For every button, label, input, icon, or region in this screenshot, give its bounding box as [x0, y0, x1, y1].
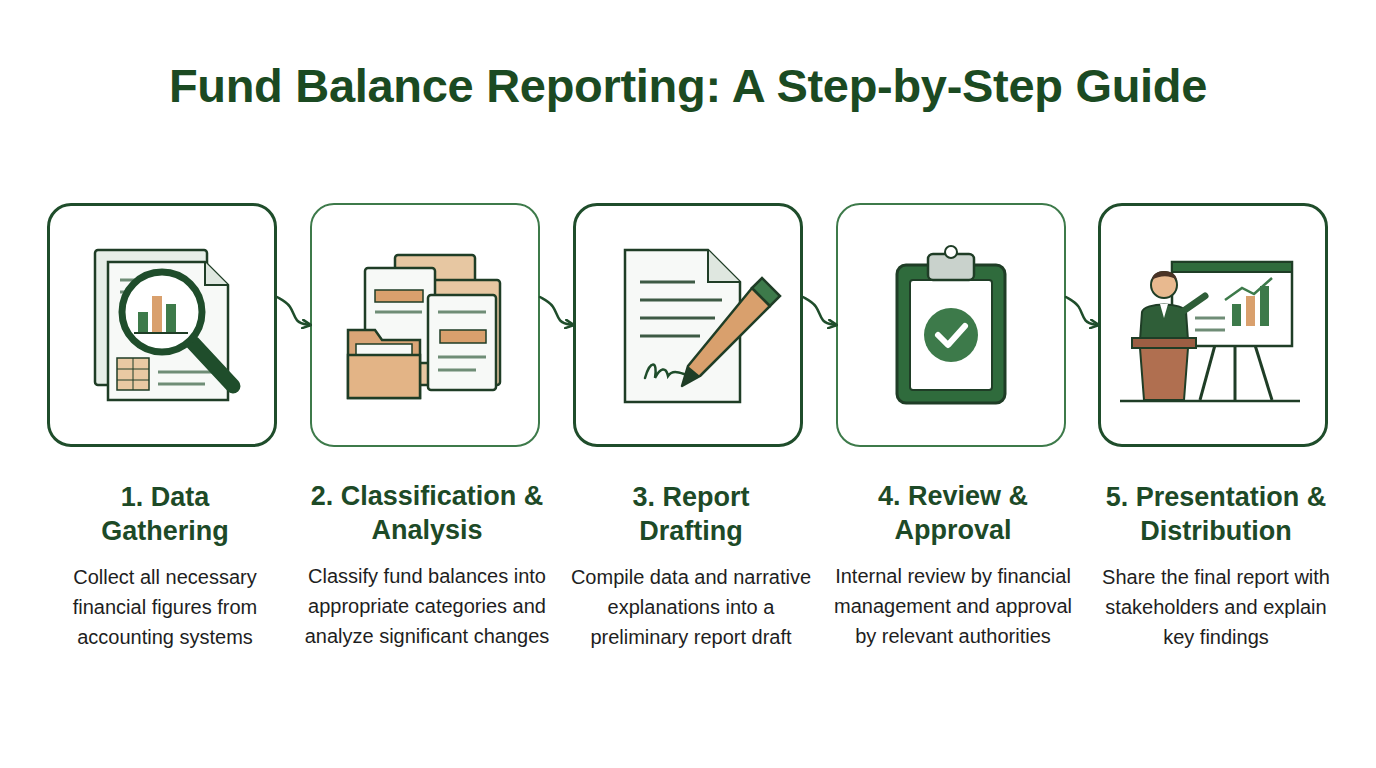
step-box: 2. Classification & AnalysisClassify fun…	[310, 203, 540, 447]
files-folder-icon-part	[365, 268, 435, 363]
presenter-icon-part	[1182, 296, 1205, 312]
step-description: Collect all necessary financial figures …	[40, 562, 290, 652]
files-folder-icon-part	[375, 290, 423, 302]
search-document-icon-part	[158, 371, 215, 374]
presenter-icon-part	[1195, 329, 1225, 332]
step-description: Share the final report with stakeholders…	[1091, 562, 1341, 652]
clipboard-check-icon-part	[928, 254, 974, 280]
step-heading: 1. Data Gathering	[80, 480, 250, 548]
files-folder-icon-part	[428, 295, 496, 390]
clipboard-check-icon-part	[910, 280, 992, 390]
search-document-icon-part	[120, 291, 165, 294]
search-document-icon-part	[117, 358, 149, 390]
files-folder-icon-part	[375, 311, 422, 314]
search-document-icon-part	[138, 312, 148, 332]
presenter-icon-part	[1160, 304, 1168, 318]
step-caption: 1. Data GatheringCollect all necessary f…	[20, 480, 310, 652]
search-document-icon-part	[120, 279, 180, 282]
step-heading: 3. Report Drafting	[616, 480, 766, 548]
draft-document-icon-part	[625, 250, 740, 402]
step-caption: 2. Classification & AnalysisClassify fun…	[282, 479, 572, 651]
step-box: 5. Presentation & DistributionShare the …	[1098, 203, 1328, 447]
search-document-icon-part	[134, 332, 188, 334]
draft-document-icon-part	[640, 317, 715, 320]
step-description: Compile data and narrative explanations …	[566, 562, 816, 652]
diagram-title: Fund Balance Reporting: A Step-by-Step G…	[0, 58, 1376, 113]
clipboard-check-icon-part	[897, 265, 1005, 403]
search-document-icon-part	[133, 358, 134, 390]
clipboard-check-icon-part	[938, 326, 965, 345]
search-document-icon-part	[193, 343, 233, 386]
search-document-icon-part	[166, 304, 176, 332]
presenter-icon-part	[1151, 272, 1177, 298]
files-folder-icon-part	[348, 355, 420, 398]
step-description: Classify fund balances into appropriate …	[302, 561, 552, 651]
files-folder-icon-part	[356, 344, 412, 366]
draft-document-icon	[625, 250, 780, 402]
presenter-icon-part	[1225, 278, 1272, 300]
draft-document-icon-part	[682, 288, 770, 386]
step-caption: 5. Presentation & DistributionShare the …	[1071, 480, 1361, 652]
clipboard-check-icon-part	[924, 308, 978, 362]
presenter-icon-part	[1140, 348, 1188, 400]
flow-arrow	[1066, 297, 1098, 325]
files-folder-icon-part	[438, 311, 486, 314]
search-document-icon-part	[158, 383, 205, 386]
draft-document-icon-part	[645, 365, 684, 379]
presenter-icon-part	[1255, 345, 1272, 400]
draft-document-icon-part	[640, 281, 695, 284]
search-document-icon-part	[108, 262, 228, 400]
draft-document-icon-part	[682, 366, 700, 386]
search-document-icon-part	[117, 380, 149, 381]
presenter-icon-part	[1120, 400, 1300, 403]
files-folder-icon-part	[440, 330, 486, 343]
presenter-icon-part	[1200, 345, 1215, 400]
draft-document-icon-part	[640, 335, 700, 338]
files-folder-icon-part	[418, 280, 500, 385]
search-document-icon-part	[152, 296, 162, 332]
files-folder-icon-part	[438, 369, 476, 372]
presenter-icon-part	[1172, 262, 1292, 346]
search-document-icon-part	[95, 250, 207, 385]
search-document-icon	[95, 250, 233, 400]
step-box: 4. Review & ApprovalInternal review by f…	[836, 203, 1066, 447]
flow-arrow	[803, 297, 836, 325]
presenter-icon	[1120, 262, 1300, 401]
flow-arrow	[277, 297, 310, 325]
presenter-icon-part	[1195, 317, 1225, 320]
step-heading: 5. Presentation & Distribution	[1101, 480, 1331, 548]
files-folder-icon-part	[438, 356, 486, 359]
search-document-icon-part	[205, 262, 228, 285]
files-folder-icon	[348, 255, 500, 398]
presenter-icon-part	[1140, 305, 1188, 341]
step-heading: 4. Review & Approval	[868, 479, 1038, 547]
draft-document-icon-part	[640, 299, 722, 302]
step-box: 3. Report DraftingCompile data and narra…	[573, 203, 803, 447]
step-caption: 3. Report DraftingCompile data and narra…	[546, 480, 836, 652]
presenter-icon-part	[1232, 304, 1241, 326]
presenter-icon-part	[1234, 345, 1237, 400]
draft-document-icon-part	[708, 250, 740, 282]
step-description: Internal review by financial management …	[828, 561, 1078, 651]
step-heading: 2. Classification & Analysis	[307, 479, 547, 547]
draft-document-icon-part	[752, 278, 780, 306]
presenter-icon-part	[1260, 286, 1269, 326]
presenter-icon-part	[1246, 296, 1255, 326]
search-document-icon-part	[117, 369, 149, 370]
files-folder-icon-part	[395, 255, 475, 355]
presenter-icon-part	[1172, 262, 1292, 272]
clipboard-check-icon-part	[945, 246, 957, 258]
files-folder-icon-part	[348, 330, 420, 398]
presenter-icon-part	[1152, 271, 1177, 280]
search-document-icon-part	[122, 272, 202, 352]
presenter-icon-part	[1132, 338, 1196, 348]
flow-arrow	[540, 297, 573, 325]
step-caption: 4. Review & ApprovalInternal review by f…	[808, 479, 1098, 651]
step-box: 1. Data GatheringCollect all necessary f…	[47, 203, 277, 447]
clipboard-check-icon	[897, 246, 1005, 403]
